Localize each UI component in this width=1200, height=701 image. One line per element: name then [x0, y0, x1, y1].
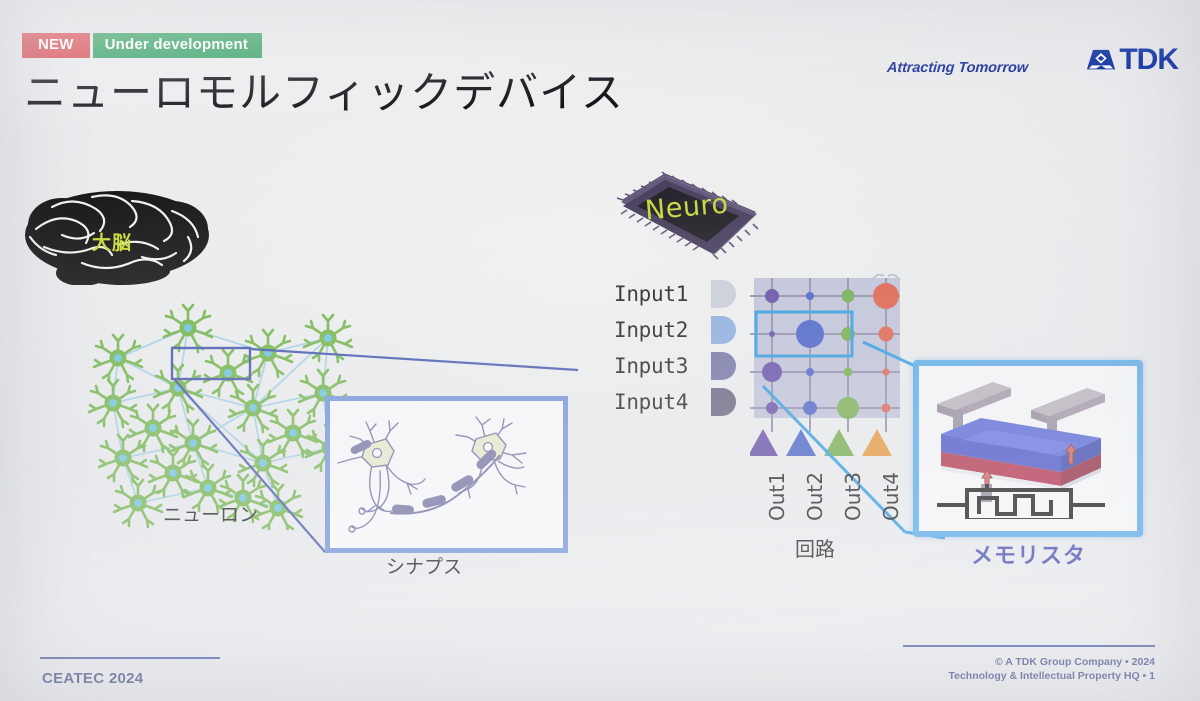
footer-rule-right — [903, 645, 1155, 647]
output-label-1: Out1 — [765, 472, 789, 521]
memristor-label: メモリスタ — [971, 544, 1087, 569]
footer-rule-left — [40, 657, 220, 659]
synapse-label: シナプス — [386, 556, 463, 578]
input-row: Input1 — [614, 276, 736, 312]
brain-label: 大脳 — [92, 232, 133, 254]
input-row: Input2 — [614, 312, 736, 348]
input-label-3: Input3 — [614, 354, 689, 378]
input-label-2: Input2 — [614, 318, 689, 342]
tdk-logo: TDK — [1086, 43, 1179, 76]
neuron-label: ニューロン — [163, 504, 259, 526]
badge-new: NEW — [22, 33, 90, 58]
input-label-1: Input1 — [614, 282, 689, 306]
input-list: Input1 Input2 Input3 Input4 — [614, 276, 736, 420]
neuro-chip-illustration — [616, 171, 759, 260]
tdk-logo-text: TDK — [1119, 43, 1179, 76]
input-label-4: Input4 — [614, 390, 689, 414]
neuron-zoom-callout — [170, 346, 579, 553]
input-buffer-2 — [711, 316, 736, 344]
footer-copyright-block: © A TDK Group Company • 2024 Technology … — [948, 655, 1155, 683]
output-label-3: Out3 — [841, 472, 865, 521]
tdk-diamond-icon — [1087, 49, 1116, 69]
output-label-4: Out4 — [879, 472, 903, 521]
input-row: Input4 — [614, 384, 736, 420]
brand-tagline: Attracting Tomorrow — [886, 60, 1029, 76]
output-triangles — [750, 429, 892, 456]
footer-event-name: CEATEC 2024 — [42, 670, 144, 687]
brain-illustration — [25, 191, 209, 285]
neuron-network-illustration — [87, 303, 356, 530]
memristor-detail-box — [913, 360, 1143, 537]
output-label-2: Out2 — [803, 472, 827, 521]
badge-group: NEW Under development — [22, 33, 263, 58]
footer-copyright: © A TDK Group Company • 2024 — [995, 656, 1155, 668]
input-buffer-1 — [711, 280, 736, 308]
circuit-label: 回路 — [795, 537, 835, 561]
footer-department: Technology & Intellectual Property HQ • … — [948, 670, 1155, 682]
input-buffer-3 — [711, 352, 736, 380]
input-buffer-4 — [711, 388, 736, 416]
page-title: ニューロモルフィックデバイス — [24, 68, 624, 117]
badge-under-development: Under development — [92, 33, 263, 58]
synapse-detail-box — [325, 396, 568, 553]
input-row: Input3 — [614, 348, 736, 384]
synapse-illustration — [337, 416, 527, 533]
memristor-device-illustration — [937, 382, 1105, 522]
output-label-group: Out1 Out2 Out3 Out4 — [752, 455, 912, 535]
